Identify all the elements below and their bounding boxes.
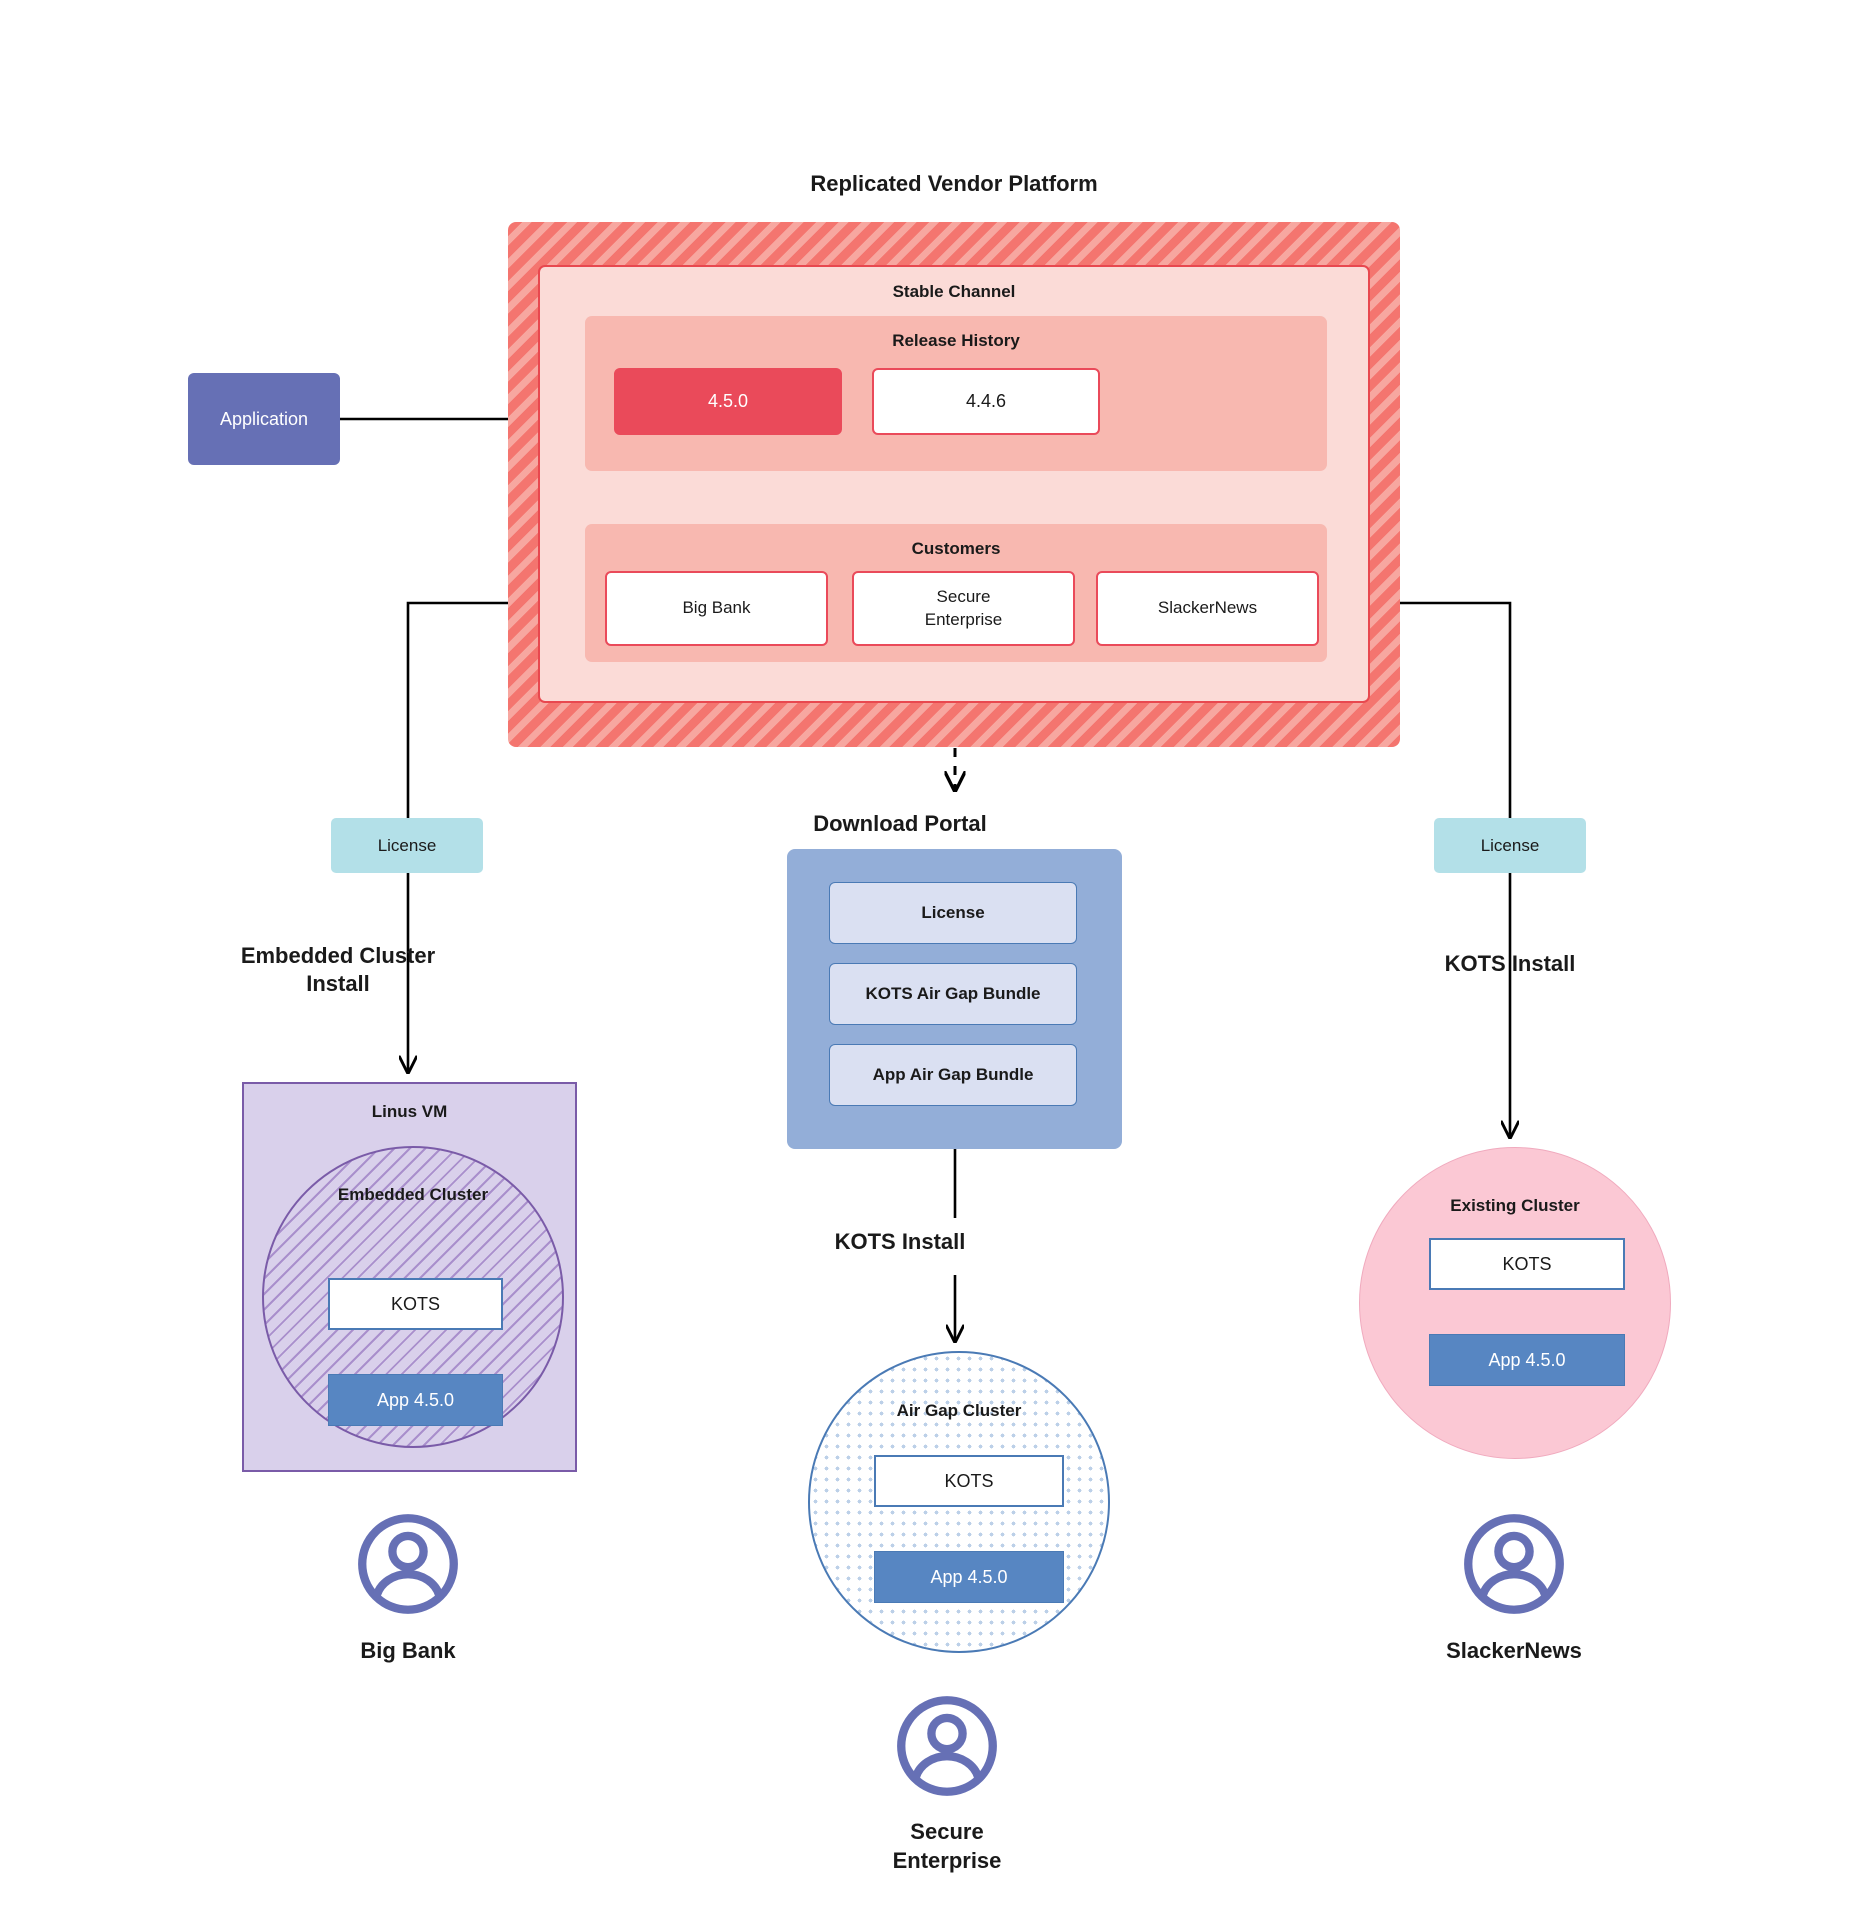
- embedded-cluster-title: Embedded Cluster: [337, 1185, 489, 1204]
- persona-label-big-bank: Big Bank: [360, 1638, 456, 1663]
- linux-vm-container: Linus VM Embedded Cluster KOTS App 4.5.0: [242, 1082, 577, 1472]
- linux-vm-title: Linus VM: [371, 1102, 448, 1121]
- kots-node-existing[interactable]: KOTS: [1429, 1238, 1625, 1290]
- customers-title: Customers: [911, 539, 1001, 558]
- app-node-existing[interactable]: App 4.5.0: [1429, 1334, 1625, 1386]
- persona-label-secure-enterprise: Secure Enterprise: [892, 1819, 1002, 1873]
- existing-cluster-circle: Existing Cluster KOTS App 4.5.0: [1359, 1147, 1671, 1459]
- application-node[interactable]: Application: [188, 373, 340, 465]
- existing-cluster-title: Existing Cluster: [1450, 1196, 1580, 1215]
- user-avatar-icon: [897, 1696, 997, 1796]
- app-node-airgap[interactable]: App 4.5.0: [874, 1551, 1064, 1603]
- kots-install-label-right: KOTS Install: [1444, 951, 1576, 976]
- embedded-cluster-install-label: Embedded Cluster Install: [240, 943, 436, 997]
- kots-node-embedded[interactable]: KOTS: [328, 1278, 503, 1330]
- air-gap-cluster-circle: Air Gap Cluster KOTS App 4.5.0: [808, 1351, 1110, 1653]
- vendor-platform-container: Stable Channel Release History 4.5.0 4.4…: [508, 222, 1400, 747]
- download-portal-container: License KOTS Air Gap Bundle App Air Gap …: [787, 849, 1122, 1149]
- stable-channel-container: Stable Channel Release History 4.5.0 4.4…: [538, 265, 1370, 703]
- kots-node-airgap[interactable]: KOTS: [874, 1455, 1064, 1507]
- user-avatar-icon: [1464, 1514, 1564, 1614]
- app-node-embedded[interactable]: App 4.5.0: [328, 1374, 503, 1426]
- download-portal-title: Download Portal: [813, 811, 987, 836]
- stable-channel-title: Stable Channel: [892, 282, 1016, 301]
- air-gap-cluster-title: Air Gap Cluster: [896, 1401, 1022, 1420]
- persona-label-slackernews: SlackerNews: [1446, 1638, 1582, 1663]
- page-title: Replicated Vendor Platform: [810, 171, 1098, 196]
- customers-container: Customers Big Bank Secure Enterprise Sla…: [585, 524, 1327, 662]
- portal-item-app-air-gap-bundle[interactable]: App Air Gap Bundle: [829, 1044, 1077, 1106]
- embedded-cluster-circle: Embedded Cluster KOTS App 4.5.0: [262, 1146, 564, 1448]
- customer-box-secure-enterprise[interactable]: Secure Enterprise: [852, 571, 1075, 646]
- portal-item-license[interactable]: License: [829, 882, 1077, 944]
- user-avatar-icon: [358, 1514, 458, 1614]
- release-history-container: Release History 4.5.0 4.4.6: [585, 316, 1327, 471]
- portal-item-kots-air-gap-bundle[interactable]: KOTS Air Gap Bundle: [829, 963, 1077, 1025]
- customer-box-slackernews[interactable]: SlackerNews: [1096, 571, 1319, 646]
- customer-box-big-bank[interactable]: Big Bank: [605, 571, 828, 646]
- release-history-title: Release History: [892, 331, 1020, 350]
- kots-install-label-middle: KOTS Install: [834, 1229, 966, 1254]
- license-chip-right[interactable]: License: [1434, 818, 1586, 873]
- release-box-current[interactable]: 4.5.0: [614, 368, 842, 435]
- license-chip-left[interactable]: License: [331, 818, 483, 873]
- release-box-past[interactable]: 4.4.6: [872, 368, 1100, 435]
